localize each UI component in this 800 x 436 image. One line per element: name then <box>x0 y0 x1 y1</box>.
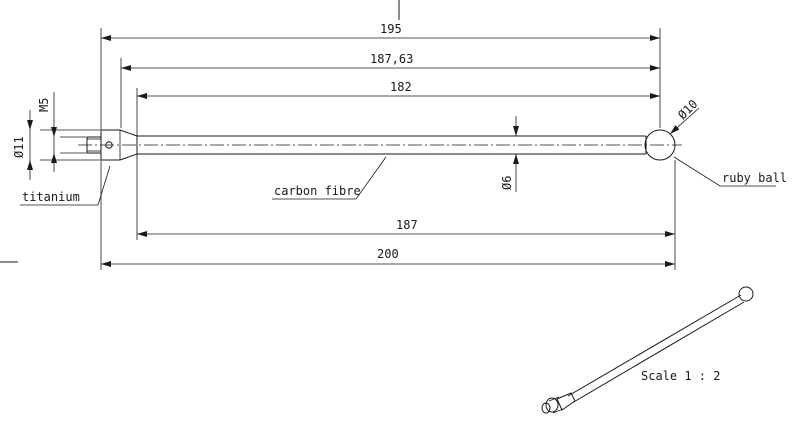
dim-200-text: 200 <box>377 247 399 261</box>
dim-187: 187 <box>137 218 675 237</box>
dim-182-text: 182 <box>390 80 412 94</box>
isometric-view <box>541 286 754 414</box>
dim-187-text: 187 <box>396 218 418 232</box>
callout-carbon-fibre: carbon fibre <box>272 156 387 200</box>
dim-182: 182 <box>137 80 660 99</box>
dim-200: 200 <box>101 247 675 267</box>
callout-titanium: titanium <box>20 165 111 206</box>
label-titanium: titanium <box>22 190 80 204</box>
iso-adapter-face <box>545 397 559 413</box>
extension-lines <box>40 28 676 270</box>
label-ruby-ball: ruby ball <box>722 171 787 185</box>
dim-dia10: Ø10 <box>669 97 700 135</box>
dim-dia10-text: Ø10 <box>675 97 700 122</box>
dim-195: 195 <box>101 22 660 41</box>
iso-ruby-ball <box>738 286 754 302</box>
dim-187-63: 187,63 <box>121 52 660 71</box>
callout-ruby-ball: ruby ball <box>673 156 787 187</box>
stylus-side-view <box>78 129 682 161</box>
dim-187-63-text: 187,63 <box>370 52 413 66</box>
label-carbon-fibre: carbon fibre <box>274 184 361 198</box>
dim-dia11: Ø11 <box>12 110 33 180</box>
scale-label: Scale 1 : 2 <box>641 369 720 383</box>
dim-dia6-text: Ø6 <box>500 176 514 190</box>
dim-195-text: 195 <box>380 22 402 36</box>
dim-dia11-text: Ø11 <box>12 136 26 158</box>
dim-m5-text: M5 <box>37 98 51 112</box>
iso-adapter <box>556 392 576 411</box>
dim-dia6: Ø6 <box>500 116 519 192</box>
dim-m5: M5 <box>37 92 57 172</box>
